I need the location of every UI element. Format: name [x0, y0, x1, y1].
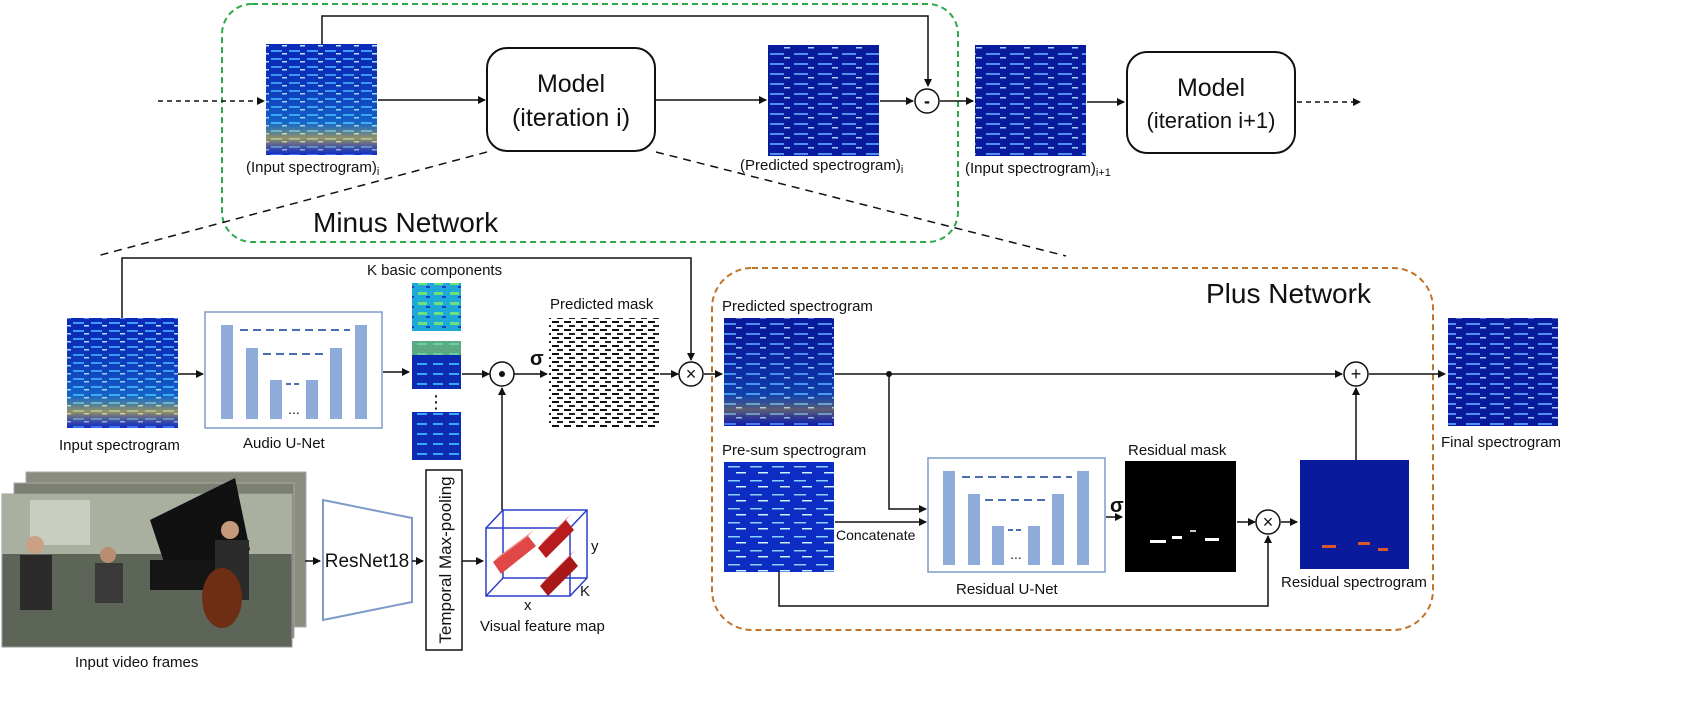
model-i-line2: (iteration i) — [512, 104, 630, 132]
plus-network-title: Plus Network — [1206, 278, 1372, 309]
input-video-frames-label: Input video frames — [75, 654, 198, 671]
component-1 — [412, 283, 461, 331]
audio-unet-ellipsis: ... — [288, 401, 300, 417]
temporal-maxpool-label: Temporal Max-pooling — [436, 476, 455, 643]
residual-unet-label: Residual U-Net — [956, 581, 1059, 598]
model-detail: Input spectrogram ... Audio U-Net K basi… — [1, 257, 723, 671]
minus-network-title: Minus Network — [313, 207, 499, 238]
resnet18-block — [322, 498, 413, 622]
model-i-line1: Model — [537, 70, 605, 98]
plus-operator — [1343, 361, 1369, 387]
residual-mask-image — [1125, 461, 1236, 572]
k-basic-components-label: K basic components — [367, 262, 502, 279]
residual-mask-dot-3 — [1205, 538, 1219, 541]
audio-unet: ... — [204, 311, 383, 429]
skip-connection — [321, 15, 932, 87]
input-spectrogram-i-plus-1 — [975, 45, 1086, 156]
residual-multiply-operator — [1255, 509, 1281, 535]
minus-network-border — [221, 3, 959, 243]
residual-spec-mark-1 — [1322, 545, 1336, 548]
predicted-spectrogram-i — [768, 45, 879, 156]
residual-sigma: σ — [1110, 495, 1124, 517]
audio-unet-label: Audio U-Net — [243, 435, 326, 452]
axis-x-label: x — [524, 597, 532, 614]
plus-symbol: + — [1351, 364, 1362, 384]
input-spectrogram-i — [266, 44, 377, 155]
final-spectrogram-image — [1448, 318, 1558, 426]
axis-y-label: y — [591, 538, 599, 555]
predicted-spectrogram-overlay — [724, 318, 834, 426]
model-iteration-i — [486, 47, 656, 152]
input-skip-connection — [121, 257, 695, 361]
input-spectrogram-i-label: (Input spectrogram)i — [246, 159, 379, 178]
predicted-mask-label: Predicted mask — [550, 296, 654, 313]
predicted-mask-image — [549, 318, 659, 428]
final-spectrogram-label: Final spectrogram — [1441, 434, 1561, 451]
concatenate-label: Concatenate — [836, 527, 916, 543]
branch-to-residual-unet — [888, 374, 927, 513]
residual-spectrogram-label: Residual spectrogram — [1281, 574, 1427, 591]
residual-unet-ellipsis: ... — [1010, 546, 1022, 562]
input-spectrogram-i-plus-1-label: (Input spectrogram)i+1 — [965, 160, 1111, 179]
residual-unet: ... — [927, 457, 1106, 573]
predicted-spectrogram-i-label: (Predicted spectrogram)i — [740, 157, 903, 176]
residual-mask-dot-1 — [1150, 540, 1166, 543]
zoom-line-left — [96, 151, 488, 257]
residual-mask-dot-2 — [1172, 536, 1182, 539]
plus-network: Plus Network Predicted spectrogram Pre-s… — [711, 267, 1561, 631]
predicted-spectrogram-label: Predicted spectrogram — [722, 298, 873, 315]
model-i-plus-1-line2: (iteration i+1) — [1146, 108, 1275, 133]
temporal-maxpool-block — [425, 469, 463, 651]
component-2-highlight — [412, 341, 461, 355]
minus-operator — [914, 88, 940, 114]
pre-sum-spectrogram-image — [724, 462, 834, 572]
input-spectrogram — [67, 318, 178, 428]
dot-product-symbol-mark — [499, 371, 505, 377]
resnet18-label: ResNet18 — [325, 551, 410, 572]
model-i-plus-1-line1: Model — [1177, 74, 1245, 102]
multiply-operator — [678, 361, 704, 387]
components-vdots: ⋮ — [427, 392, 445, 412]
visual-feature-map — [485, 509, 588, 597]
model-iteration-i-plus-1 — [1126, 51, 1296, 154]
axis-k-label: K — [580, 583, 590, 600]
visual-feature-map-label: Visual feature map — [480, 618, 605, 635]
minus-network: Minus Network (Input spectrogram)i Model… — [96, 3, 1361, 257]
residual-spec-mark-3 — [1378, 548, 1388, 551]
minus-symbol: - — [924, 91, 930, 111]
plus-network-border — [711, 267, 1434, 631]
zoom-line-right — [655, 151, 1067, 257]
sigma-symbol: σ — [530, 348, 544, 370]
residual-spec-mark-2 — [1358, 542, 1370, 545]
input-video-frames — [1, 471, 307, 648]
multiply-symbol: × — [686, 364, 697, 384]
residual-spectrogram-image — [1300, 460, 1409, 569]
residual-multiply-symbol: × — [1263, 512, 1274, 532]
pre-sum-spectrogram-label: Pre-sum spectrogram — [722, 442, 866, 459]
residual-mask-label: Residual mask — [1128, 442, 1227, 459]
residual-mask-dot-4 — [1190, 530, 1196, 532]
input-spectrogram-label: Input spectrogram — [59, 437, 180, 454]
component-k — [412, 412, 461, 460]
pre-sum-to-multiply — [778, 535, 1272, 607]
